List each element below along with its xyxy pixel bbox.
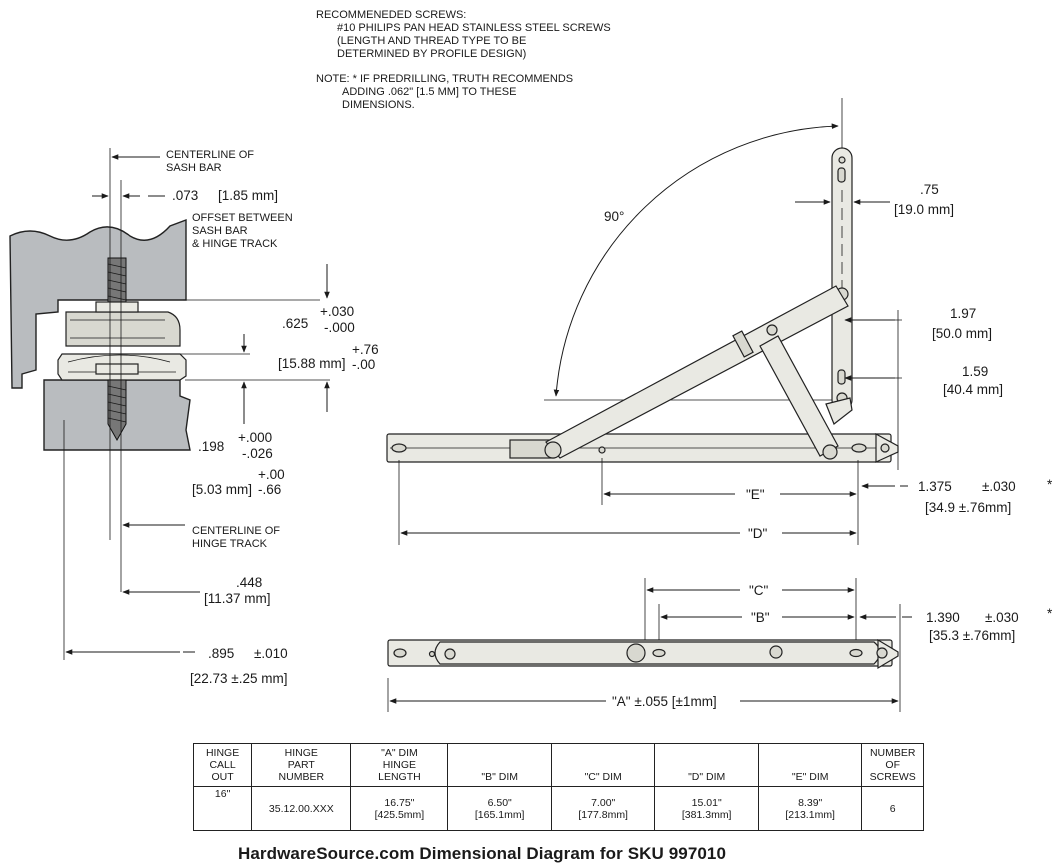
svg-text:CENTERLINE OF: CENTERLINE OF <box>192 525 280 537</box>
svg-text:*: * <box>1047 606 1053 621</box>
recommended-screws-note: RECOMMENEDED SCREWS: #10 PHILIPS PAN HEA… <box>316 9 611 60</box>
svg-text:(LENGTH AND THREAD TYPE TO BE: (LENGTH AND THREAD TYPE TO BE <box>337 35 526 47</box>
svg-text:-.00: -.00 <box>352 357 375 372</box>
cell-c-dim: 7.00" [177.8mm] <box>550 786 656 831</box>
svg-text:[11.37 mm]: [11.37 mm] <box>204 591 271 606</box>
header-part-number: HINGE PART NUMBER <box>251 743 352 787</box>
svg-text:#10 PHILIPS PAN HEAD STAINLESS: #10 PHILIPS PAN HEAD STAINLESS STEEL SCR… <box>337 22 611 34</box>
svg-text:NOTE: * IF PREDRILLING, TRUTH: NOTE: * IF PREDRILLING, TRUTH RECOMMENDS <box>316 73 573 85</box>
diagram-caption: HardwareSource.com Dimensional Diagram f… <box>237 844 727 863</box>
svg-text:1.375: 1.375 <box>918 479 952 494</box>
svg-text:-.026: -.026 <box>242 446 273 461</box>
header-a-dim: "A" DIM HINGE LENGTH <box>350 743 449 787</box>
cell-b-dim: 6.50" [165.1mm] <box>447 786 552 831</box>
svg-text:1.390: 1.390 <box>926 610 960 625</box>
svg-text:±.030: ±.030 <box>985 610 1019 625</box>
svg-text:"A" ±.055 [±1mm]: "A" ±.055 [±1mm] <box>612 694 717 709</box>
svg-text:1.59: 1.59 <box>962 364 988 379</box>
header-d-dim: "D" DIM <box>654 743 759 787</box>
header-c-dim: "C" DIM <box>550 743 656 787</box>
open-support-strut <box>759 335 839 457</box>
svg-text:[15.88 mm]: [15.88 mm] <box>278 356 346 371</box>
header-number-of-screws: NUMBER OF SCREWS <box>861 743 924 787</box>
svg-text:SASH BAR: SASH BAR <box>192 225 248 237</box>
lower-screw <box>95 363 139 442</box>
svg-text:HINGE TRACK: HINGE TRACK <box>192 538 268 550</box>
svg-text:+.000: +.000 <box>238 430 272 445</box>
svg-text:[34.9 ±.76mm]: [34.9 ±.76mm] <box>925 500 1011 515</box>
hinge-upper-section <box>65 311 181 347</box>
cell-screws: 6 <box>861 786 924 831</box>
svg-text:SASH BAR: SASH BAR <box>166 162 222 174</box>
svg-text:.895: .895 <box>208 646 234 661</box>
svg-text:"B": "B" <box>751 610 770 625</box>
hinge-open-view <box>386 98 908 545</box>
svg-text:90°: 90° <box>604 209 624 224</box>
svg-text:"C": "C" <box>749 583 769 598</box>
svg-text:+.030: +.030 <box>320 304 354 319</box>
svg-text:-.000: -.000 <box>324 320 355 335</box>
header-hinge-call-out: HINGE CALL OUT <box>192 743 253 787</box>
svg-text:CENTERLINE OF: CENTERLINE OF <box>166 149 254 161</box>
svg-text:[22.73 ±.25 mm]: [22.73 ±.25 mm] <box>190 671 287 686</box>
svg-text:DETERMINED BY PROFILE DESIGN): DETERMINED BY PROFILE DESIGN) <box>337 48 526 60</box>
svg-text:[19.0 mm]: [19.0 mm] <box>894 202 954 217</box>
predrilling-note: NOTE: * IF PREDRILLING, TRUTH RECOMMENDS… <box>316 73 573 111</box>
svg-text:[50.0 mm]: [50.0 mm] <box>932 326 992 341</box>
header-e-dim: "E" DIM <box>757 743 863 787</box>
svg-text:RECOMMENEDED SCREWS:: RECOMMENEDED SCREWS: <box>316 9 466 21</box>
svg-text:& HINGE TRACK: & HINGE TRACK <box>192 238 278 250</box>
svg-text:±.010: ±.010 <box>254 646 288 661</box>
header-b-dim: "B" DIM <box>447 743 552 787</box>
cell-e-dim: 8.39" [213.1mm] <box>757 786 863 831</box>
hinge-closed-view <box>387 578 912 712</box>
table-row: 16" 35.12.00.XXX 16.75" [425.5mm] 6.50" … <box>192 786 924 831</box>
svg-text:+.00: +.00 <box>258 467 285 482</box>
svg-text:.625: .625 <box>282 316 308 331</box>
hinge-spec-table: HINGE CALL OUT HINGE PART NUMBER "A" DIM… <box>192 743 924 831</box>
upper-screw <box>95 257 139 313</box>
svg-text:±.030: ±.030 <box>982 479 1016 494</box>
svg-text:ADDING .062" [1.5 MM] TO THESE: ADDING .062" [1.5 MM] TO THESE <box>342 86 516 98</box>
svg-text:[40.4 mm]: [40.4 mm] <box>943 382 1003 397</box>
svg-text:*: * <box>1047 477 1053 492</box>
svg-text:1.97: 1.97 <box>950 306 976 321</box>
svg-text:[1.85 mm]: [1.85 mm] <box>218 188 278 203</box>
open-view-labels: 90° .75 [19.0 mm] 1.97 [50.0 mm] 1.59 [4… <box>604 182 1053 541</box>
svg-text:.198: .198 <box>198 439 224 454</box>
svg-text:.75: .75 <box>920 182 939 197</box>
svg-text:.073: .073 <box>172 188 198 203</box>
svg-text:"E": "E" <box>746 487 765 502</box>
cell-d-dim: 15.01" [381.3mm] <box>654 786 759 831</box>
svg-text:-.66: -.66 <box>258 482 281 497</box>
cell-call-out: 16" <box>192 786 253 831</box>
cell-part-number: 35.12.00.XXX <box>251 786 352 831</box>
cross-section-labels: CENTERLINE OF SASH BAR .073 [1.85 mm] OF… <box>166 149 379 686</box>
svg-text:.448: .448 <box>236 575 262 590</box>
svg-text:+.76: +.76 <box>352 342 379 357</box>
closed-view-labels: "C" "B" 1.390 ±.030 [35.3 ±.76mm] * "A" … <box>612 583 1053 709</box>
svg-text:DIMENSIONS.: DIMENSIONS. <box>342 99 415 111</box>
table-header-row: HINGE CALL OUT HINGE PART NUMBER "A" DIM… <box>192 743 924 787</box>
cross-section-view <box>9 148 330 660</box>
svg-text:[5.03 mm]: [5.03 mm] <box>192 482 252 497</box>
cell-a-dim: 16.75" [425.5mm] <box>350 786 449 831</box>
svg-text:"D": "D" <box>748 526 768 541</box>
svg-text:[35.3 ±.76mm]: [35.3 ±.76mm] <box>929 628 1015 643</box>
svg-text:OFFSET BETWEEN: OFFSET BETWEEN <box>192 212 293 224</box>
open-long-arm <box>545 285 849 459</box>
